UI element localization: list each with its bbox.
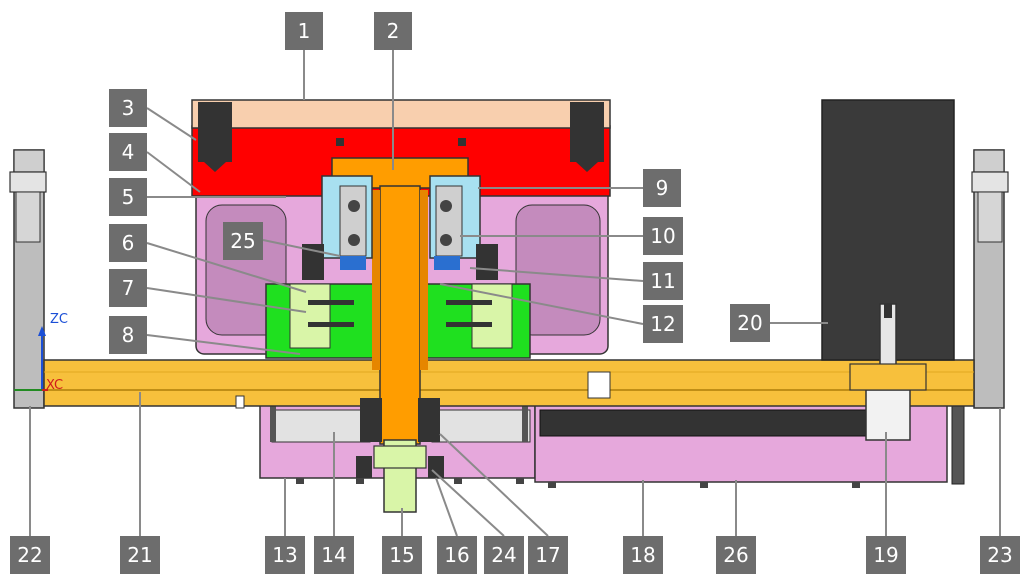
callout-3: 3	[109, 89, 147, 127]
callout-19: 19	[866, 536, 906, 574]
svg-text:11: 11	[650, 269, 675, 293]
svg-text:12: 12	[650, 312, 675, 336]
green-blocks	[265, 283, 531, 359]
svg-text:23: 23	[987, 543, 1012, 567]
svg-text:25: 25	[230, 229, 255, 253]
axis-xc-label: XC	[46, 378, 63, 393]
svg-text:3: 3	[122, 96, 135, 120]
svg-text:10: 10	[650, 224, 675, 248]
lower-bearing-stack	[356, 398, 444, 513]
svg-text:13: 13	[272, 543, 297, 567]
left-frame	[9, 149, 47, 409]
callout-21: 21	[120, 536, 160, 574]
svg-text:2: 2	[387, 19, 400, 43]
callout-8: 8	[109, 316, 147, 354]
callout-23: 23	[980, 536, 1020, 574]
axis-zc-label: ZC	[50, 312, 68, 327]
callout-4: 4	[109, 133, 147, 171]
callout-13: 13	[265, 536, 305, 574]
svg-text:18: 18	[630, 543, 655, 567]
rail-plate	[43, 359, 975, 409]
svg-text:21: 21	[127, 543, 152, 567]
svg-text:14: 14	[321, 543, 346, 567]
svg-text:22: 22	[17, 543, 42, 567]
callout-26: 26	[716, 536, 756, 574]
svg-text:15: 15	[389, 543, 414, 567]
callout-12: 12	[643, 305, 683, 343]
svg-text:20: 20	[737, 311, 762, 335]
callout-17: 17	[528, 536, 568, 574]
right-frame	[971, 149, 1009, 409]
callout-9: 9	[643, 169, 681, 207]
callout-15: 15	[382, 536, 422, 574]
callout-5: 5	[109, 178, 147, 216]
leader-lines	[29, 50, 1001, 537]
callout-7: 7	[109, 269, 147, 307]
callout-1: 1	[285, 12, 323, 50]
svg-text:24: 24	[491, 543, 516, 567]
callout-2: 2	[374, 12, 412, 50]
callout-24: 24	[484, 536, 524, 574]
svg-text:9: 9	[656, 176, 669, 200]
svg-text:4: 4	[122, 140, 135, 164]
callout-20: 20	[730, 304, 770, 342]
svg-text:19: 19	[873, 543, 898, 567]
svg-text:6: 6	[122, 231, 135, 255]
callout-6: 6	[109, 224, 147, 262]
callout-18: 18	[623, 536, 663, 574]
svg-text:1: 1	[298, 19, 311, 43]
callout-labels: 1 2 3 4 5 6 7 8 9 10 11 12 25 20 22 21 1…	[10, 12, 1020, 574]
svg-text:17: 17	[535, 543, 560, 567]
locating-pin	[849, 303, 927, 441]
callout-25: 25	[223, 222, 263, 260]
svg-text:8: 8	[122, 323, 135, 347]
svg-text:5: 5	[122, 185, 135, 209]
callout-22: 22	[10, 536, 50, 574]
callout-14: 14	[314, 536, 354, 574]
svg-text:7: 7	[122, 276, 135, 300]
svg-text:16: 16	[444, 543, 469, 567]
svg-text:26: 26	[723, 543, 748, 567]
callout-10: 10	[643, 217, 683, 255]
bearing-housings	[302, 175, 498, 280]
callout-16: 16	[437, 536, 477, 574]
coordinate-axes: ZC XC	[14, 312, 68, 393]
callout-11: 11	[643, 262, 683, 300]
